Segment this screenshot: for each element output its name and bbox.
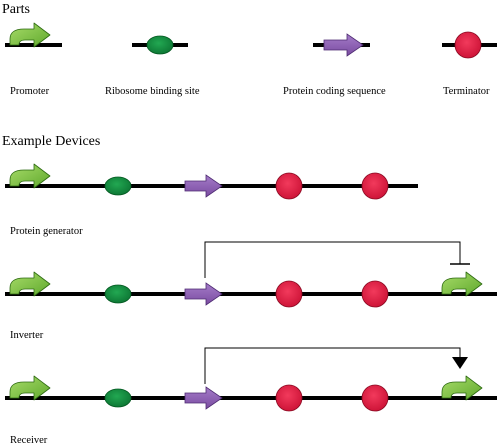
repression-line	[204, 241, 461, 278]
cds-label: Protein coding sequence	[283, 86, 386, 97]
rbs-glyph	[104, 388, 132, 408]
activation-arrowhead	[452, 357, 468, 369]
protein-generator-label: Protein generator	[10, 226, 83, 237]
part-terminator: Terminator	[442, 31, 497, 97]
terminator-glyph	[275, 280, 303, 308]
example-devices-heading: Example Devices	[2, 134, 100, 149]
part-cds: Protein coding sequence	[283, 33, 386, 97]
rbs-label: Ribosome binding site	[105, 86, 200, 97]
rbs-glyph	[104, 284, 132, 304]
terminator-glyph	[361, 384, 389, 412]
terminator-glyph	[361, 280, 389, 308]
promoter-label: Promoter	[10, 86, 50, 97]
part-rbs: Ribosome binding site	[105, 35, 200, 97]
terminator-glyph	[275, 172, 303, 200]
parts-heading: Parts	[2, 2, 30, 17]
terminator-glyph	[275, 384, 303, 412]
cds-glyph	[184, 386, 223, 410]
rbs-glyph	[146, 35, 174, 55]
activation-line	[204, 347, 461, 384]
receiver-label: Receiver	[10, 435, 48, 446]
terminator-label: Terminator	[443, 86, 490, 97]
cds-glyph	[184, 174, 223, 198]
rbs-glyph	[104, 176, 132, 196]
device-protein-generator: Protein generator	[5, 163, 418, 237]
cds-glyph	[323, 33, 364, 57]
cds-glyph	[184, 282, 223, 306]
terminator-glyph	[361, 172, 389, 200]
part-promoter: Promoter	[5, 22, 62, 97]
terminator-glyph	[454, 31, 482, 59]
device-receiver: Receiver	[5, 347, 497, 446]
inverter-label: Inverter	[10, 330, 44, 341]
device-inverter: Inverter	[5, 241, 497, 341]
